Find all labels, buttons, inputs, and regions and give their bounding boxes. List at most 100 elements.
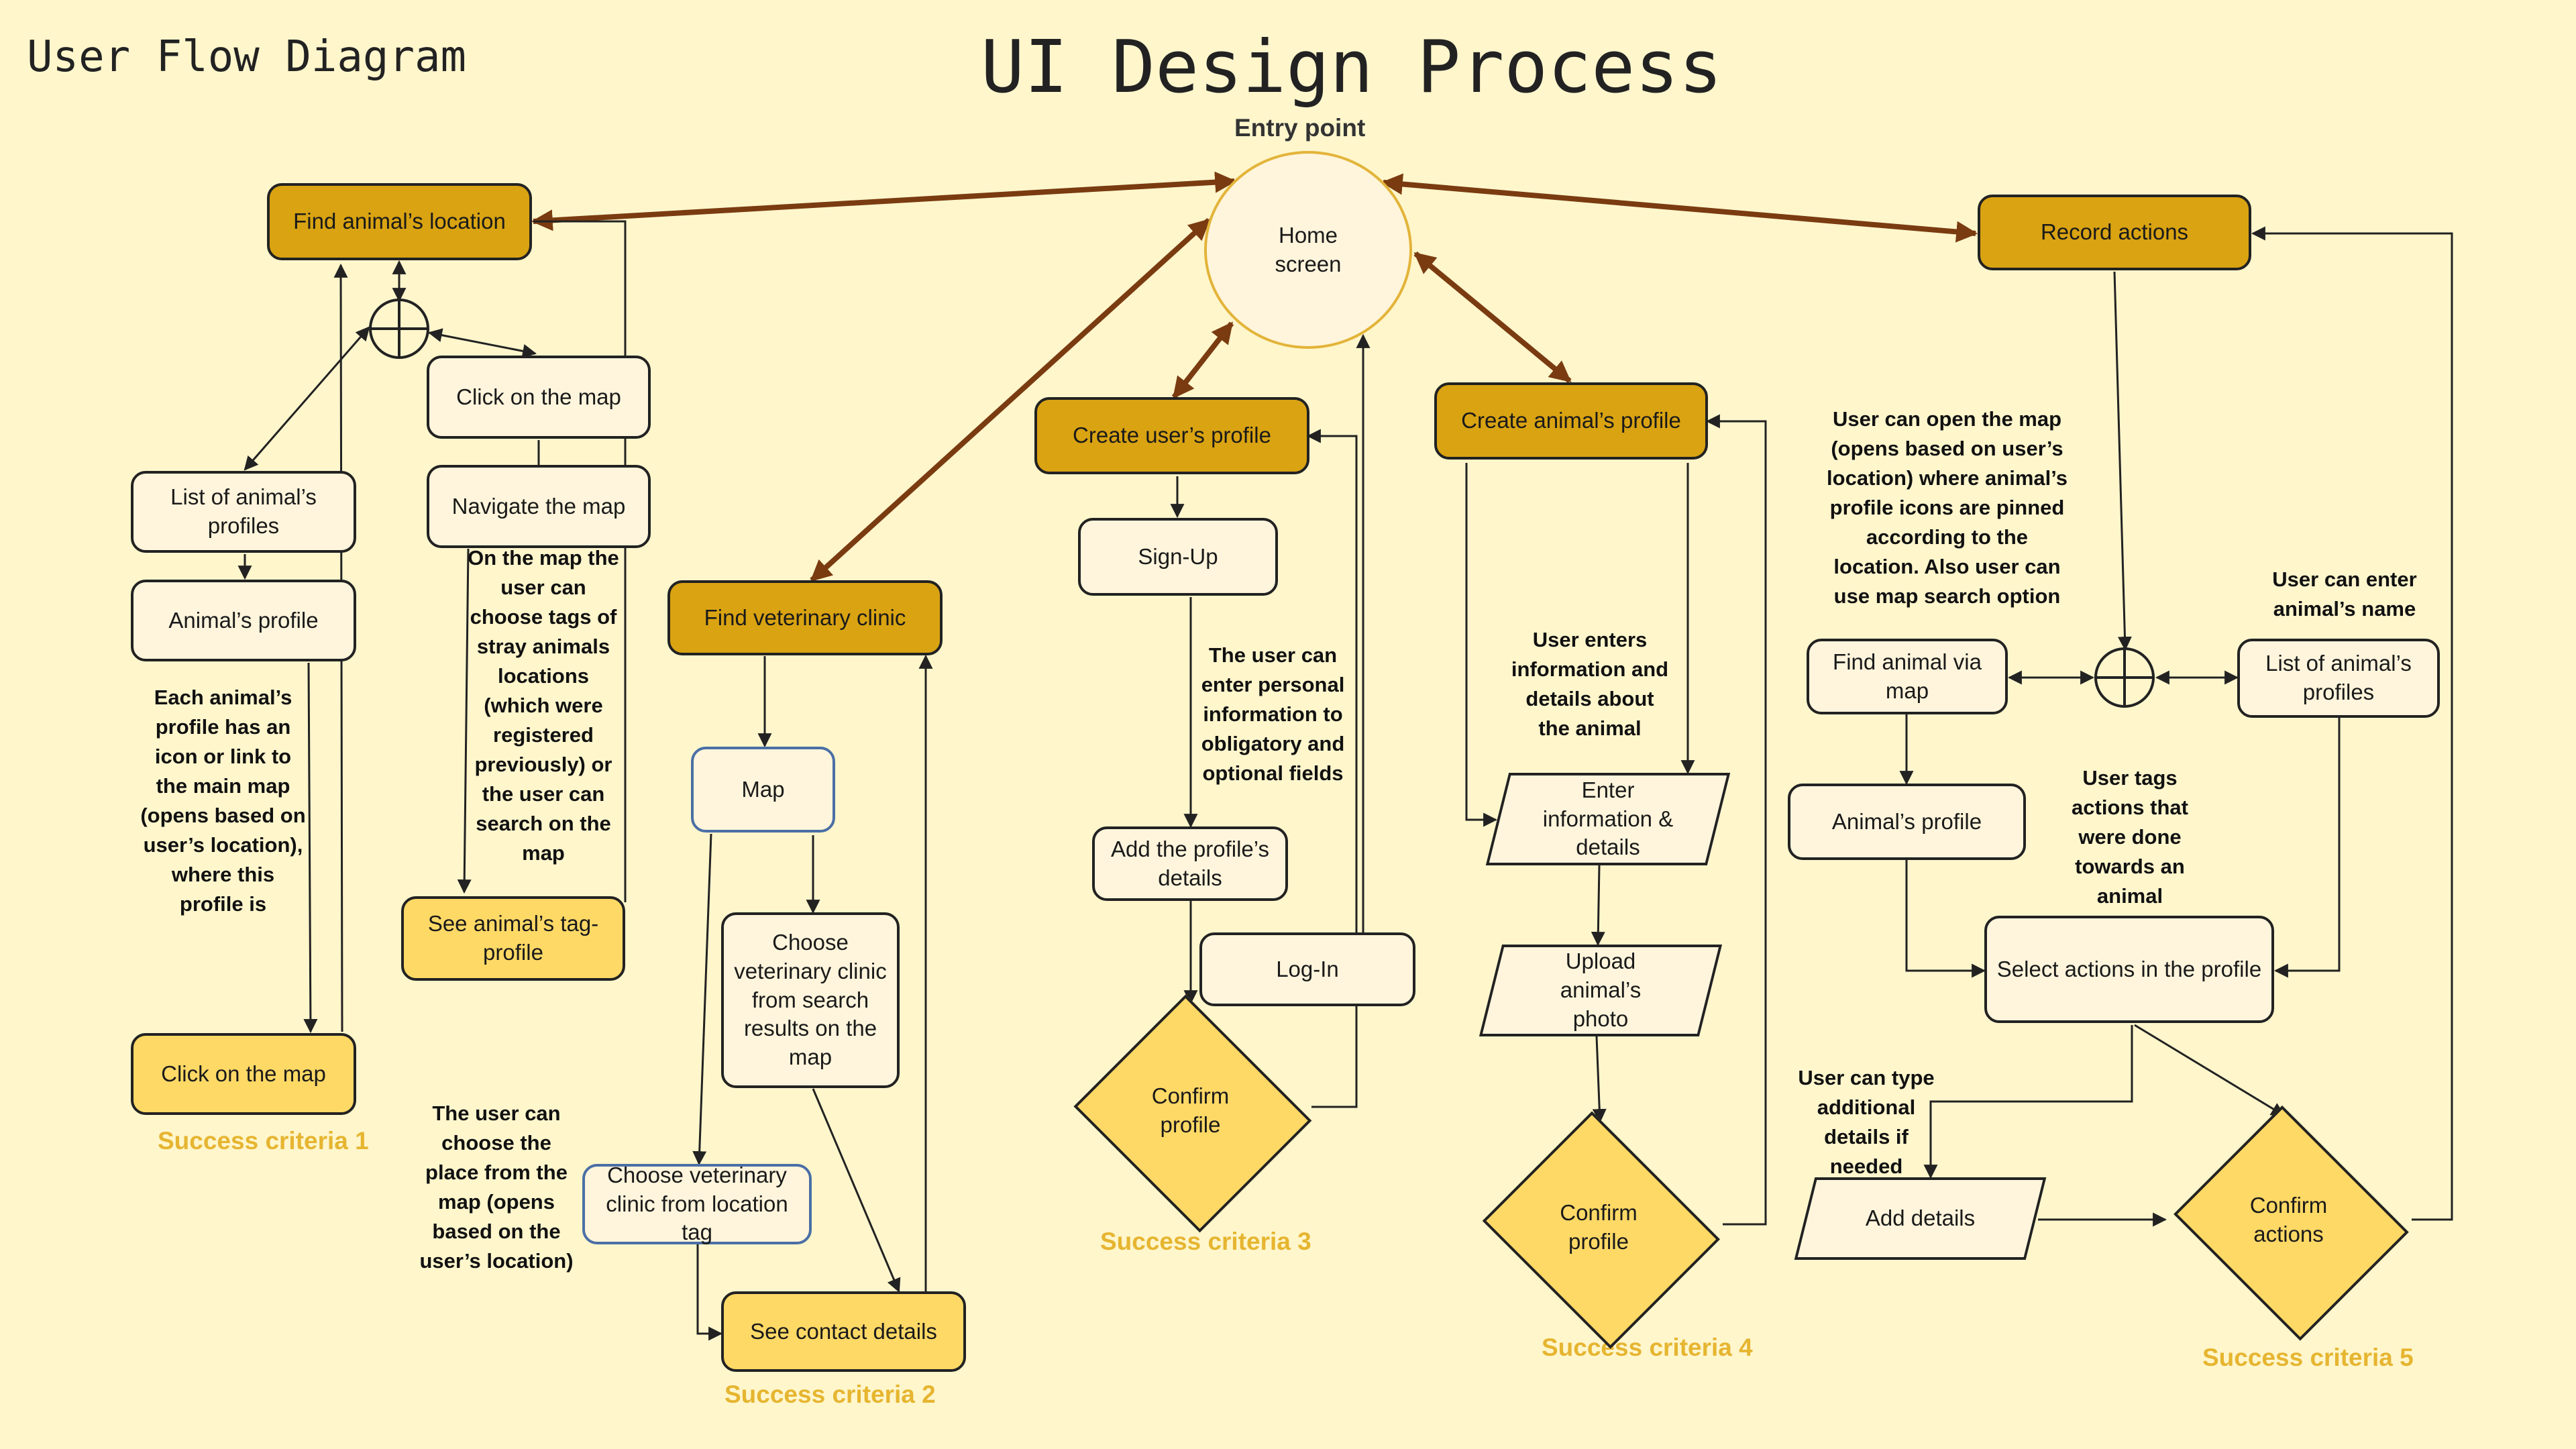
edge-confirm-to-login-to-user — [1306, 429, 1358, 1108]
enter-information-label: Enter information & details — [1542, 777, 1674, 860]
home-screen-label: Home screen — [1275, 222, 1342, 276]
see-contact-details-label: See contact details — [750, 1318, 937, 1344]
list-of-profiles-right-label: List of animal’s profiles — [2265, 651, 2412, 704]
hub-connector-find-location — [531, 171, 1237, 231]
note-personal-info: The user can enter personal information … — [1201, 643, 1345, 786]
note-enters-info: User enters information and details abou… — [1511, 628, 1669, 741]
edge-select-to-add-details — [1923, 1025, 2133, 1179]
entry-point-label: Entry point — [1234, 114, 1366, 142]
record-actions-node[interactable]: Record actions — [1978, 195, 2251, 270]
map-node[interactable]: Map — [691, 747, 835, 833]
edge-upload-to-confirm — [1592, 1036, 1607, 1124]
note-choose-place: The user can choose the place from the m… — [419, 1102, 574, 1273]
create-animal-profile-label: Create animal’s profile — [1461, 408, 1681, 433]
add-details-label: Add details — [1865, 1205, 1976, 1231]
tag-profile-node[interactable]: See animal’s tag-profile — [401, 896, 625, 981]
confirm-actions-node[interactable]: Confirm actions — [2165, 1116, 2412, 1325]
edge-create-animal-to-enter-info — [1465, 463, 1498, 827]
find-vet-clinic-label: Find veterinary clinic — [704, 604, 906, 630]
find-animal-via-map-node[interactable]: Find animal via map — [1807, 639, 2008, 714]
list-of-profiles-label: List of animal’s profiles — [170, 484, 317, 538]
success-criteria-5: Success criteria 5 — [2202, 1344, 2414, 1371]
animal-profile-right-node[interactable]: Animal’s profile — [1788, 784, 2026, 860]
edge-click-map-back-to-location — [533, 220, 627, 396]
add-details-node[interactable]: Add details — [1805, 1177, 2036, 1260]
note-each-profile: Each animal’s profile has an icon or lin… — [140, 686, 306, 916]
find-vet-clinic-node[interactable]: Find veterinary clinic — [667, 580, 943, 655]
edge-junction-to-list — [244, 326, 370, 471]
junction-icon — [369, 299, 429, 359]
list-of-profiles-right-node[interactable]: List of animal’s profiles — [2237, 639, 2440, 718]
edge-confirm-back-to-create-animal — [1705, 414, 1767, 1226]
click-on-map-node[interactable]: Click on the map — [427, 356, 651, 439]
sign-up-node[interactable]: Sign-Up — [1078, 518, 1278, 596]
find-animal-via-map-label: Find animal via map — [1833, 649, 1982, 703]
confirm-user-profile-label: Confirm profile — [1151, 1083, 1230, 1137]
edge-profile-2-to-select — [1905, 860, 1986, 978]
find-animal-location-node[interactable]: Find animal’s location — [267, 183, 532, 260]
navigate-map-node[interactable]: Navigate the map — [427, 465, 651, 548]
flow-type-label: User Flow Diagram — [27, 32, 467, 82]
hub-connector-create-animal — [1413, 251, 1572, 384]
choose-vet-tag-node[interactable]: Choose veterinary clinic from location t… — [582, 1163, 812, 1244]
create-user-profile-label: Create user’s profile — [1073, 423, 1271, 448]
tag-profile-label: See animal’s tag-profile — [427, 911, 599, 965]
list-of-profiles-node[interactable]: List of animal’s profiles — [131, 471, 356, 553]
edge-enter-to-upload — [1591, 865, 1605, 947]
confirm-animal-profile-label: Confirm profile — [1560, 1199, 1638, 1254]
upload-photo-label: Upload animal’s photo — [1560, 949, 1642, 1031]
confirm-actions-label: Confirm actions — [2249, 1193, 2328, 1246]
see-contact-details-node[interactable]: See contact details — [721, 1291, 966, 1372]
animal-profile-right-label: Animal’s profile — [1831, 808, 1982, 834]
enter-information-node[interactable]: Enter information & details — [1497, 773, 1719, 865]
edge-profile-to-click-map — [303, 662, 318, 1034]
choose-vet-tag-label: Choose veterinary clinic from location t… — [606, 1162, 788, 1245]
select-actions-node[interactable]: Select actions in the profile — [1984, 916, 2274, 1023]
map-label: Map — [741, 776, 785, 802]
navigate-map-label: Navigate the map — [451, 493, 626, 519]
edge-choose-tag-to-contact — [696, 1244, 723, 1341]
page-title: UI Design Process — [981, 25, 1723, 109]
edge-record-to-junction — [2113, 271, 2132, 651]
edge-map-to-choose-tag — [692, 833, 712, 1166]
junction-right-icon — [2094, 647, 2155, 708]
click-on-map-result-node[interactable]: Click on the map — [131, 1033, 356, 1115]
hub-connector-find-vet — [810, 218, 1211, 582]
upload-photo-node[interactable]: Upload animal’s photo — [1491, 945, 1711, 1036]
success-criteria-3: Success criteria 3 — [1100, 1228, 1311, 1255]
edge-list-2-to-select — [2273, 718, 2341, 978]
hub-connector-record — [1381, 173, 1978, 243]
edge-confirm-actions-to-record — [2251, 226, 2453, 1221]
select-actions-label: Select actions in the profile — [1996, 956, 2262, 981]
create-animal-profile-node[interactable]: Create animal’s profile — [1434, 382, 1708, 460]
choose-vet-search-node[interactable]: Choose veterinary clinic from search res… — [721, 912, 900, 1088]
record-actions-label: Record actions — [2040, 219, 2189, 245]
add-profile-details-label: Add the profile’s details — [1110, 836, 1270, 890]
success-criteria-4: Success criteria 4 — [1542, 1334, 1753, 1361]
confirm-user-profile-node[interactable]: Confirm profile — [1068, 1003, 1313, 1219]
find-animal-location-label: Find animal’s location — [293, 209, 506, 234]
success-criteria-2: Success criteria 2 — [724, 1381, 936, 1408]
note-type-details: User can type additional details if need… — [1798, 1066, 1935, 1179]
log-in-node[interactable]: Log-In — [1199, 932, 1415, 1006]
add-profile-details-node[interactable]: Add the profile’s details — [1092, 826, 1288, 901]
animal-profile-label: Animal’s profile — [168, 607, 319, 633]
log-in-label: Log-In — [1276, 956, 1339, 981]
choose-vet-search-label: Choose veterinary clinic from search res… — [734, 929, 887, 1070]
edge-choose-search-to-contact — [812, 1088, 901, 1293]
create-user-profile-node[interactable]: Create user’s profile — [1034, 397, 1309, 474]
note-user-tags: User tags actions that were done towards… — [2072, 766, 2188, 908]
note-enter-name: User can enter animal’s name — [2272, 568, 2417, 621]
click-on-map-label: Click on the map — [456, 384, 621, 409]
confirm-animal-profile-node[interactable]: Confirm profile — [1474, 1122, 1723, 1333]
note-on-the-map: On the map the user can choose tags of s… — [468, 546, 619, 865]
edge-junction-to-click-map — [427, 328, 537, 358]
success-criteria-1: Success criteria 1 — [158, 1127, 369, 1155]
edge-navigate-to-tag-profile — [457, 548, 472, 894]
home-screen-node[interactable]: Home screen — [1204, 151, 1412, 349]
sign-up-label: Sign-Up — [1138, 543, 1218, 569]
click-on-map-result-label: Click on the map — [161, 1061, 326, 1086]
animal-profile-node[interactable]: Animal’s profile — [131, 580, 356, 661]
edge-select-to-confirm-actions — [2134, 1024, 2286, 1117]
